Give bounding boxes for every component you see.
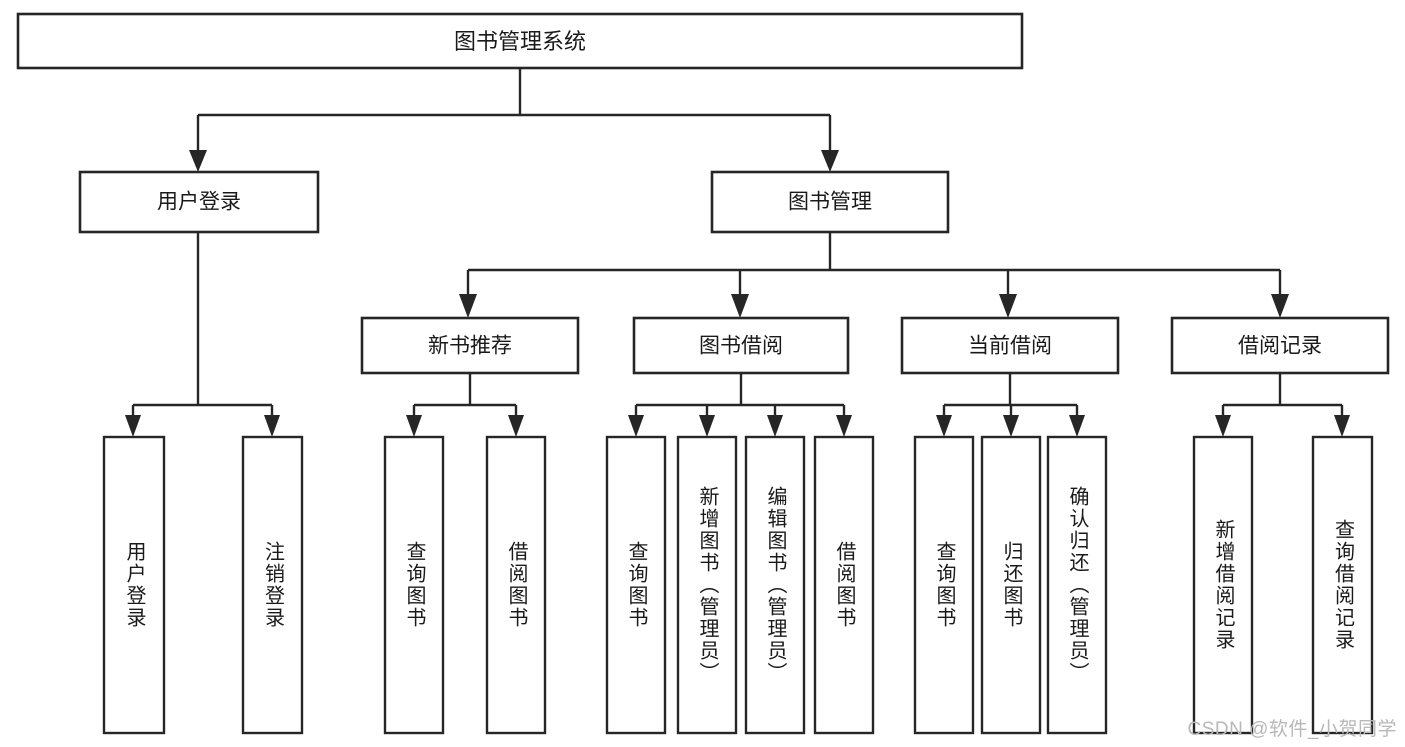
arrowhead-leaf-logout: [264, 415, 280, 437]
node-book-borrow[interactable]: 图书借阅: [632, 316, 850, 375]
arrowhead-leaf-borrow-book-2: [836, 415, 852, 437]
node-leaf-query-book-1-box[interactable]: [383, 435, 445, 735]
node-book-manage[interactable]: 图书管理: [710, 170, 950, 234]
node-borrow-record-box[interactable]: [1170, 316, 1390, 375]
arrowhead-leaf-user-login: [125, 415, 141, 437]
connectors: [125, 68, 1350, 437]
arrowhead-borrow-record: [1271, 294, 1289, 318]
node-root-box[interactable]: [16, 12, 1024, 70]
node-root[interactable]: 图书管理系统: [16, 12, 1024, 70]
node-leaf-borrow-book-1-box[interactable]: [485, 435, 547, 735]
node-borrow-record[interactable]: 借阅记录: [1170, 316, 1390, 375]
arrowhead-leaf-query-book-2: [628, 415, 644, 437]
node-leaf-query-record-box[interactable]: [1311, 435, 1374, 735]
arrowhead-leaf-confirm-return: [1069, 415, 1085, 437]
leaf-boxes: [102, 435, 1374, 735]
arrowhead-leaf-query-book-1: [406, 415, 422, 437]
node-leaf-add-record-box[interactable]: [1192, 435, 1254, 735]
node-book-borrow-label: 图书借阅: [699, 335, 783, 358]
arrowhead-new-book-recommend: [459, 294, 477, 318]
arrowhead-leaf-return-book: [1003, 415, 1019, 437]
node-leaf-add-book-box[interactable]: [676, 435, 738, 735]
arrowhead-current-borrow: [999, 294, 1017, 318]
node-book-manage-label: 图书管理: [788, 191, 872, 214]
node-root-label: 图书管理系统: [454, 29, 586, 54]
arrowhead-leaf-add-record: [1215, 415, 1231, 437]
arrowhead-book-borrow: [731, 294, 749, 318]
node-borrow-record-label: 借阅记录: [1238, 335, 1322, 358]
node-user-login-label: 用户登录: [157, 191, 241, 214]
node-new-book-recommend-label: 新书推荐: [428, 335, 512, 358]
node-leaf-return-book-box[interactable]: [980, 435, 1042, 735]
node-new-book-recommend[interactable]: 新书推荐: [360, 316, 580, 375]
node-current-borrow-label: 当前借阅: [968, 335, 1052, 358]
node-leaf-borrow-book-2-box[interactable]: [813, 435, 875, 735]
node-leaf-query-book-3-box[interactable]: [913, 435, 975, 735]
arrowhead-leaf-edit-book: [767, 415, 783, 437]
watermark-text: CSDN @软件_小贺同学: [1187, 719, 1397, 740]
node-leaf-confirm-return-box[interactable]: [1046, 435, 1108, 735]
node-book-borrow-box[interactable]: [632, 316, 850, 375]
node-current-borrow-box[interactable]: [900, 316, 1120, 375]
arrowhead-user-login: [189, 150, 207, 172]
arrowhead-leaf-query-record: [1334, 415, 1350, 437]
node-leaf-query-book-2-box[interactable]: [605, 435, 667, 735]
arrowhead-leaf-borrow-book-1: [508, 415, 524, 437]
node-leaf-logout-box[interactable]: [241, 435, 304, 735]
node-current-borrow[interactable]: 当前借阅: [900, 316, 1120, 375]
node-new-book-recommend-box[interactable]: [360, 316, 580, 375]
node-user-login[interactable]: 用户登录: [78, 170, 320, 234]
arrowhead-leaf-add-book: [699, 415, 715, 437]
node-leaf-user-login-box[interactable]: [102, 435, 166, 735]
arrowhead-leaf-query-book-3: [936, 415, 952, 437]
arrowhead-book-manage: [821, 150, 839, 172]
node-book-manage-box[interactable]: [710, 170, 950, 234]
node-leaf-edit-book-box[interactable]: [744, 435, 806, 735]
node-user-login-box[interactable]: [78, 170, 320, 234]
